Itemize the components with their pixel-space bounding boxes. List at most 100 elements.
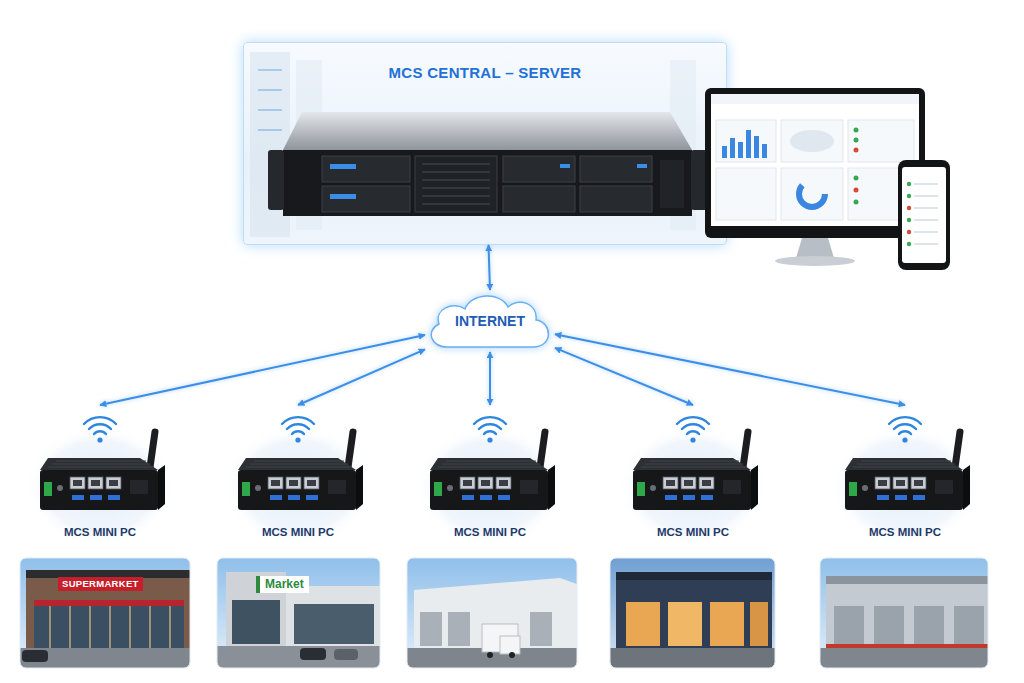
- status-dot: [854, 148, 859, 153]
- status-dot: [907, 218, 911, 222]
- mini-pc-node: MCS MINI PC: [613, 405, 773, 545]
- yard: [407, 648, 577, 668]
- car: [22, 650, 48, 662]
- mullions: [50, 606, 170, 648]
- yard: [820, 648, 988, 668]
- status-dot: [907, 230, 911, 234]
- sky: [820, 558, 988, 668]
- status-dot: [854, 200, 859, 205]
- lit-window: [750, 602, 768, 646]
- store-sign: Market: [256, 576, 309, 593]
- list-rows: [914, 184, 938, 244]
- lit-window: [710, 602, 744, 646]
- mini-pc-node: MCS MINI PC: [218, 405, 378, 545]
- photo-frame: [407, 558, 577, 668]
- market-photo: [217, 558, 380, 668]
- network-link: [298, 349, 425, 405]
- phone-dashboard: [898, 160, 950, 270]
- device-label: MCS MINI PC: [218, 525, 378, 539]
- monitor-bezel: [705, 88, 925, 238]
- status-dot: [907, 194, 911, 198]
- photo-frame: [20, 558, 190, 668]
- monitor-screen: [711, 94, 919, 226]
- monitor-dashboard: [705, 88, 925, 266]
- photo-frame: [820, 558, 988, 668]
- sky: [217, 558, 380, 668]
- bar: [746, 130, 751, 158]
- building: [286, 586, 380, 650]
- truck-cab: [500, 636, 520, 654]
- glass-front: [294, 604, 374, 644]
- glass-front: [232, 600, 280, 644]
- garage-door: [834, 606, 864, 646]
- loading-door: [420, 612, 442, 646]
- device-label: MCS MINI PC: [20, 525, 180, 539]
- storefront: [34, 606, 184, 648]
- internet-cloud: INTERNET: [425, 290, 555, 352]
- garage-door: [914, 606, 944, 646]
- dash-tile: [781, 120, 843, 162]
- device-label: MCS MINI PC: [410, 525, 570, 539]
- donut-chart: [799, 181, 825, 207]
- device-label: MCS MINI PC: [825, 525, 985, 539]
- loading-door: [530, 612, 552, 646]
- status-dot: [854, 128, 859, 133]
- mini-pc-node: MCS MINI PC: [20, 405, 180, 545]
- car: [334, 649, 358, 660]
- network-link: [489, 352, 491, 405]
- sky: [610, 558, 775, 668]
- wheel: [509, 652, 515, 658]
- photo-frame: [217, 558, 380, 668]
- world-map: [790, 130, 834, 152]
- store-sign: SUPERMARKET: [58, 577, 143, 591]
- status-dot: [854, 176, 859, 181]
- cloud-label: INTERNET: [425, 312, 555, 330]
- status-dot: [907, 206, 911, 210]
- photo-frame: [610, 558, 775, 668]
- monitor-stand: [796, 238, 834, 258]
- roof: [616, 572, 772, 580]
- browser-bar: [711, 94, 919, 104]
- status-dot: [854, 188, 859, 193]
- red-stripe: [826, 644, 988, 648]
- bar: [730, 138, 735, 158]
- network-link: [489, 245, 491, 290]
- server-panel: MCS CENTRAL – SERVER: [243, 42, 727, 245]
- phone-body: [898, 160, 950, 270]
- supermarket-photo: [20, 558, 190, 668]
- sky: [407, 558, 577, 668]
- parking-lot: [20, 648, 190, 668]
- bar: [738, 142, 743, 158]
- building: [826, 580, 988, 650]
- parking-lot: [217, 646, 380, 668]
- awning: [34, 600, 184, 606]
- status-dot: [907, 182, 911, 186]
- network-link: [555, 334, 905, 405]
- network-link: [555, 348, 693, 405]
- mini-pc-node: MCS MINI PC: [410, 405, 570, 545]
- bar: [754, 136, 759, 158]
- warehouse-photo: [407, 558, 577, 668]
- garage-door: [954, 606, 984, 646]
- dash-tile: [848, 120, 914, 162]
- building: [616, 574, 772, 650]
- car: [300, 648, 326, 660]
- mini-pc-node: MCS MINI PC: [825, 405, 985, 545]
- building: [26, 572, 190, 650]
- sky: [20, 558, 190, 668]
- lit-window: [668, 602, 702, 646]
- monitor-base: [775, 256, 855, 266]
- restaurant-photo: [610, 558, 775, 668]
- server-title: MCS CENTRAL – SERVER: [244, 63, 726, 83]
- garage-door: [874, 606, 904, 646]
- wheel: [487, 652, 493, 658]
- status-dot: [907, 242, 911, 246]
- network-link: [100, 335, 425, 405]
- loading-door: [448, 612, 470, 646]
- pavement: [610, 648, 775, 668]
- truck-trailer: [482, 624, 518, 652]
- dash-tile: [848, 168, 914, 220]
- device-label: MCS MINI PC: [613, 525, 773, 539]
- status-dot: [854, 138, 859, 143]
